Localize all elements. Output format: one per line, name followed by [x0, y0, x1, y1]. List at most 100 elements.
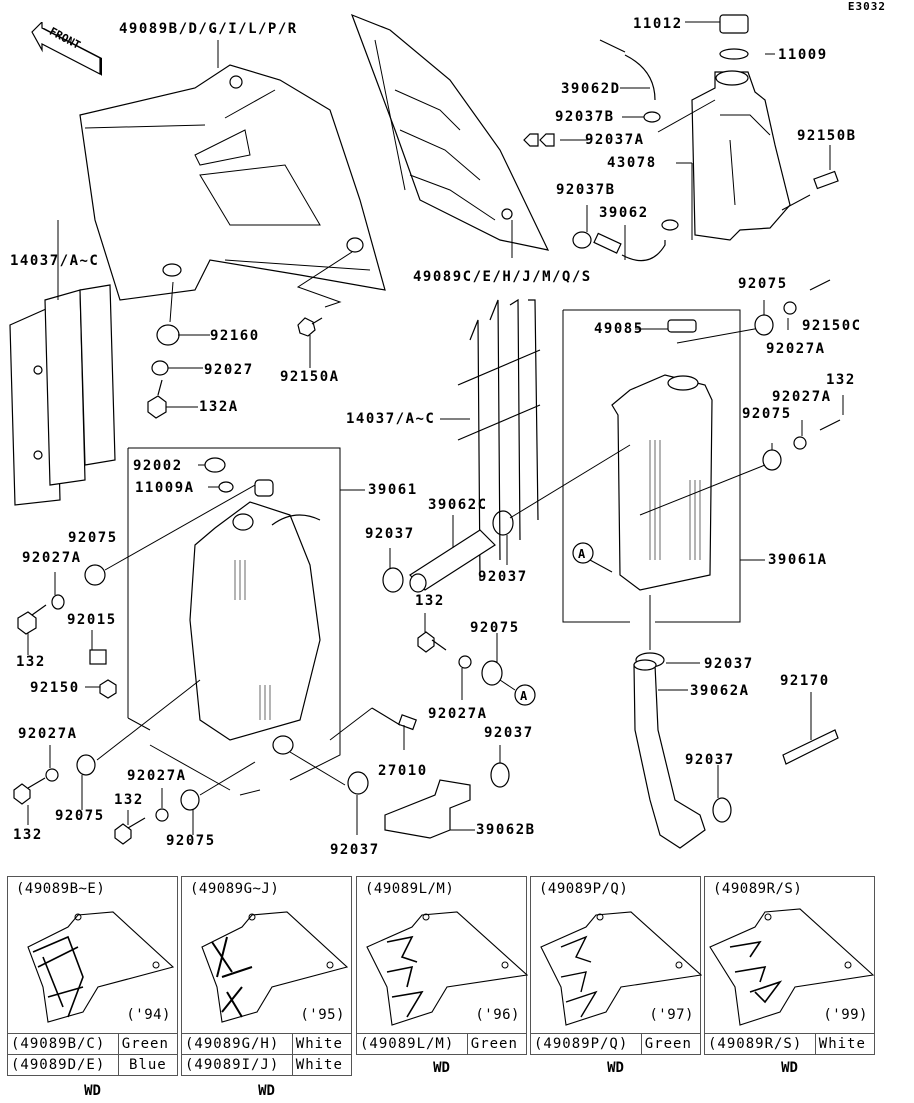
- left-louver-drawing: [9, 220, 116, 506]
- callout-bolt-l3[interactable]: 132: [114, 792, 144, 808]
- inset-table-96: (49089L/M)Green: [356, 1033, 528, 1055]
- inset-year: ('95): [300, 1007, 345, 1023]
- callout-ref-a-1[interactable]: A: [520, 689, 529, 703]
- inset-title: (49089R/S): [713, 881, 803, 897]
- inset-table-99: (49089R/S)White: [704, 1033, 876, 1055]
- left-radiator-box: [13, 447, 365, 845]
- callout-grommet-l3[interactable]: 92075: [166, 833, 216, 849]
- table-row: (49089L/M)Green: [356, 1033, 528, 1055]
- inset-footer: WD: [781, 1060, 798, 1076]
- table-row: (49089P/Q)Green: [530, 1033, 702, 1055]
- callout-grommet-l2[interactable]: 92075: [55, 808, 105, 824]
- callout-tank[interactable]: 43078: [607, 155, 657, 171]
- inset-table-97: (49089P/Q)Green: [530, 1033, 702, 1055]
- callout-bolt-92150[interactable]: 92150: [30, 680, 80, 696]
- callout-hose-b[interactable]: 39062B: [476, 822, 536, 838]
- callout-clamp-b-mid[interactable]: 92037B: [556, 182, 616, 198]
- right-radiator-box: [562, 279, 844, 668]
- callout-bolt-mid132[interactable]: 132: [415, 593, 445, 609]
- callout-collar-r2[interactable]: 92027A: [772, 389, 832, 405]
- callout-grommet-mid[interactable]: 92075: [470, 620, 520, 636]
- callout-clamp-bot[interactable]: 92037: [330, 842, 380, 858]
- right-shroud-drawing: [350, 13, 550, 258]
- callout-clamp-l2[interactable]: 92037: [478, 569, 528, 585]
- callout-bolt-l1[interactable]: 132: [16, 654, 46, 670]
- right-louver-drawing: [440, 298, 541, 581]
- inset-49089b-e: (49089B~E) ('94): [7, 876, 178, 1034]
- part-cell: (49089G/H): [181, 1033, 293, 1055]
- callout-shroud-right[interactable]: 49089C/E/H/J/M/Q/S: [413, 269, 592, 285]
- callout-drain-gasket[interactable]: 11009A: [135, 480, 195, 496]
- part-cell: (49089R/S): [704, 1033, 816, 1055]
- table-row: (49089G/H)White: [181, 1033, 353, 1055]
- color-cell: Green: [640, 1033, 702, 1055]
- shroud-graphic-97-icon: [540, 911, 702, 1026]
- callout-collar-l3[interactable]: 92027A: [127, 768, 187, 784]
- inset-table-94: (49089B/C)Green (49089D/E)Blue: [7, 1033, 179, 1076]
- inset-title: (49089G~J): [190, 881, 280, 897]
- callout-band-92170[interactable]: 92170: [780, 673, 830, 689]
- callout-clamp-mid[interactable]: 92037: [484, 725, 534, 741]
- callout-damper-49085[interactable]: 49085: [594, 321, 644, 337]
- callout-clamp-bottom-r[interactable]: 92037: [704, 656, 754, 672]
- callout-collar-r1[interactable]: 92027A: [766, 341, 826, 357]
- callout-radiator-left[interactable]: 39061: [368, 482, 418, 498]
- left-shroud-drawing: [79, 40, 386, 301]
- callout-collar-l1[interactable]: 92027A: [22, 550, 82, 566]
- callout-louver-left[interactable]: 14037/A~C: [10, 253, 100, 269]
- callout-clamp-bot-r[interactable]: 92037: [685, 752, 735, 768]
- callout-louver-right[interactable]: 14037/A~C: [346, 411, 436, 427]
- callout-bolt-92150a[interactable]: 92150A: [280, 369, 340, 385]
- callout-bolt-132a[interactable]: 132A: [199, 399, 239, 415]
- callout-bolt-l2[interactable]: 132: [13, 827, 43, 843]
- callout-grommet-r2[interactable]: 92075: [742, 406, 792, 422]
- callout-hose-d[interactable]: 39062D: [561, 81, 621, 97]
- callout-clamp-a[interactable]: 92037A: [585, 132, 645, 148]
- inset-footer: WD: [258, 1083, 275, 1099]
- shroud-graphic-99-icon: [709, 908, 875, 1026]
- callout-clamp-b-top[interactable]: 92037B: [555, 109, 615, 125]
- callout-hose[interactable]: 39062: [599, 205, 649, 221]
- callout-bolt-r132[interactable]: 132: [826, 372, 856, 388]
- callout-shroud-left[interactable]: 49089B/D/G/I/L/P/R: [119, 21, 298, 37]
- callout-collar-l2[interactable]: 92027A: [18, 726, 78, 742]
- color-cell: White: [291, 1033, 353, 1055]
- callout-bolt-92150c[interactable]: 92150C: [802, 318, 862, 334]
- table-row: (49089B/C)Green: [7, 1033, 179, 1055]
- inset-year: ('94): [126, 1007, 171, 1023]
- callout-cap-gasket[interactable]: 11009: [778, 47, 828, 63]
- inset-49089g-j: (49089G~J) ('95): [181, 876, 352, 1034]
- table-row: (49089D/E)Blue: [7, 1054, 179, 1076]
- part-cell: (49089L/M): [356, 1033, 468, 1055]
- callout-bolt-b[interactable]: 92150B: [797, 128, 857, 144]
- callout-sensor[interactable]: 27010: [378, 763, 428, 779]
- part-cell: (49089D/E): [7, 1054, 119, 1076]
- callout-hose-c[interactable]: 39062C: [428, 497, 488, 513]
- inset-title: (49089B~E): [16, 881, 106, 897]
- callout-clip-92015[interactable]: 92015: [67, 612, 117, 628]
- part-cell: (49089P/Q): [530, 1033, 642, 1055]
- middle-hoses-drawing: [329, 444, 631, 839]
- shroud-graphic-94-icon: [27, 911, 175, 1023]
- callout-cap[interactable]: 11012: [633, 16, 683, 32]
- inset-footer: WD: [607, 1060, 624, 1076]
- color-cell: Green: [466, 1033, 528, 1055]
- callout-radiator-right[interactable]: 39061A: [768, 552, 828, 568]
- part-cell: (49089I/J): [181, 1054, 293, 1076]
- inset-footer: WD: [433, 1060, 450, 1076]
- fasteners-left-top: [147, 251, 353, 419]
- diagram-code: E3032: [847, 0, 886, 13]
- callout-hose-a[interactable]: 39062A: [690, 683, 750, 699]
- callout-ref-a-2[interactable]: A: [578, 547, 587, 561]
- callout-grommet-92160[interactable]: 92160: [210, 328, 260, 344]
- callout-grommet-r1[interactable]: 92075: [738, 276, 788, 292]
- inset-year: ('99): [823, 1007, 868, 1023]
- callout-collar-mid[interactable]: 92027A: [428, 706, 488, 722]
- callout-collar-92027[interactable]: 92027: [204, 362, 254, 378]
- inset-table-95: (49089G/H)White (49089I/J)White: [181, 1033, 353, 1076]
- callout-clamp-l1[interactable]: 92037: [365, 526, 415, 542]
- table-row: (49089R/S)White: [704, 1033, 876, 1055]
- inset-49089l-m: (49089L/M) ('96): [356, 876, 528, 1034]
- callout-drain-bolt[interactable]: 92002: [133, 458, 183, 474]
- callout-grommet-l1[interactable]: 92075: [68, 530, 118, 546]
